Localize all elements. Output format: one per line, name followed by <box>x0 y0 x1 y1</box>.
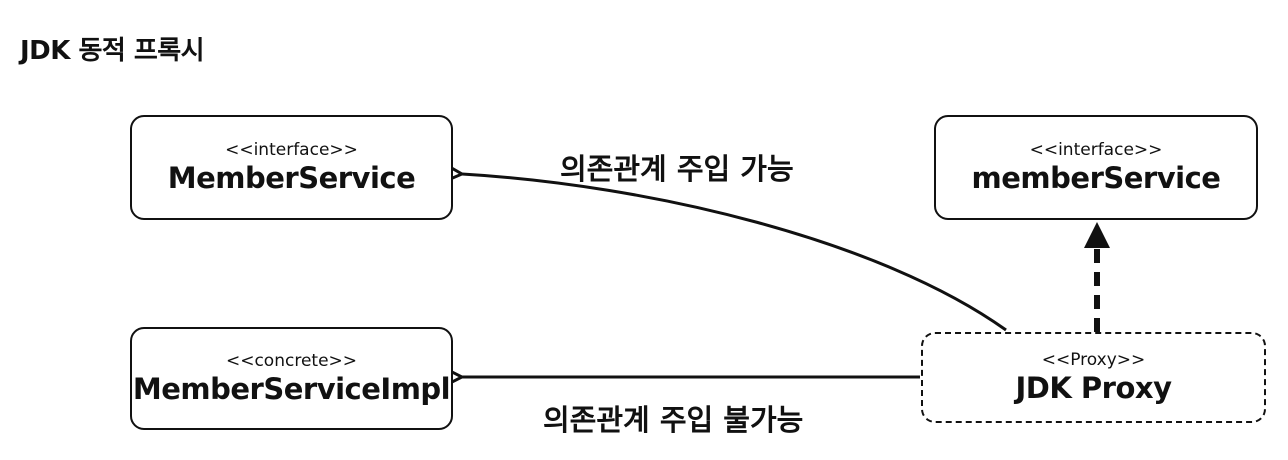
edge-proxy-to-memberservice <box>462 174 1007 332</box>
proxy-interface-box: <<interface>> memberService <box>934 115 1258 220</box>
stereotype-label: <<concrete>> <box>225 350 358 371</box>
node-name: JDK Proxy <box>1015 370 1172 405</box>
injection-possible-label: 의존관계 주입 가능 <box>560 152 794 186</box>
page-title: JDK 동적 프록시 <box>20 36 205 66</box>
stereotype-label: <<Proxy>> <box>1041 349 1146 370</box>
memberservice-interface-box: <<interface>> MemberService <box>130 115 453 220</box>
stereotype-label: <<interface>> <box>225 139 358 160</box>
node-name: memberService <box>971 160 1221 195</box>
memberserviceimpl-box: <<concrete>> MemberServiceImpl <box>130 327 453 430</box>
jdk-proxy-box: <<Proxy>> JDK Proxy <box>921 332 1266 423</box>
node-name: MemberService <box>167 160 416 195</box>
stereotype-label: <<interface>> <box>1029 139 1163 160</box>
node-name: MemberServiceImpl <box>132 371 451 406</box>
injection-impossible-label: 의존관계 주입 불가능 <box>543 403 804 437</box>
realization-arrowhead <box>1084 222 1110 248</box>
